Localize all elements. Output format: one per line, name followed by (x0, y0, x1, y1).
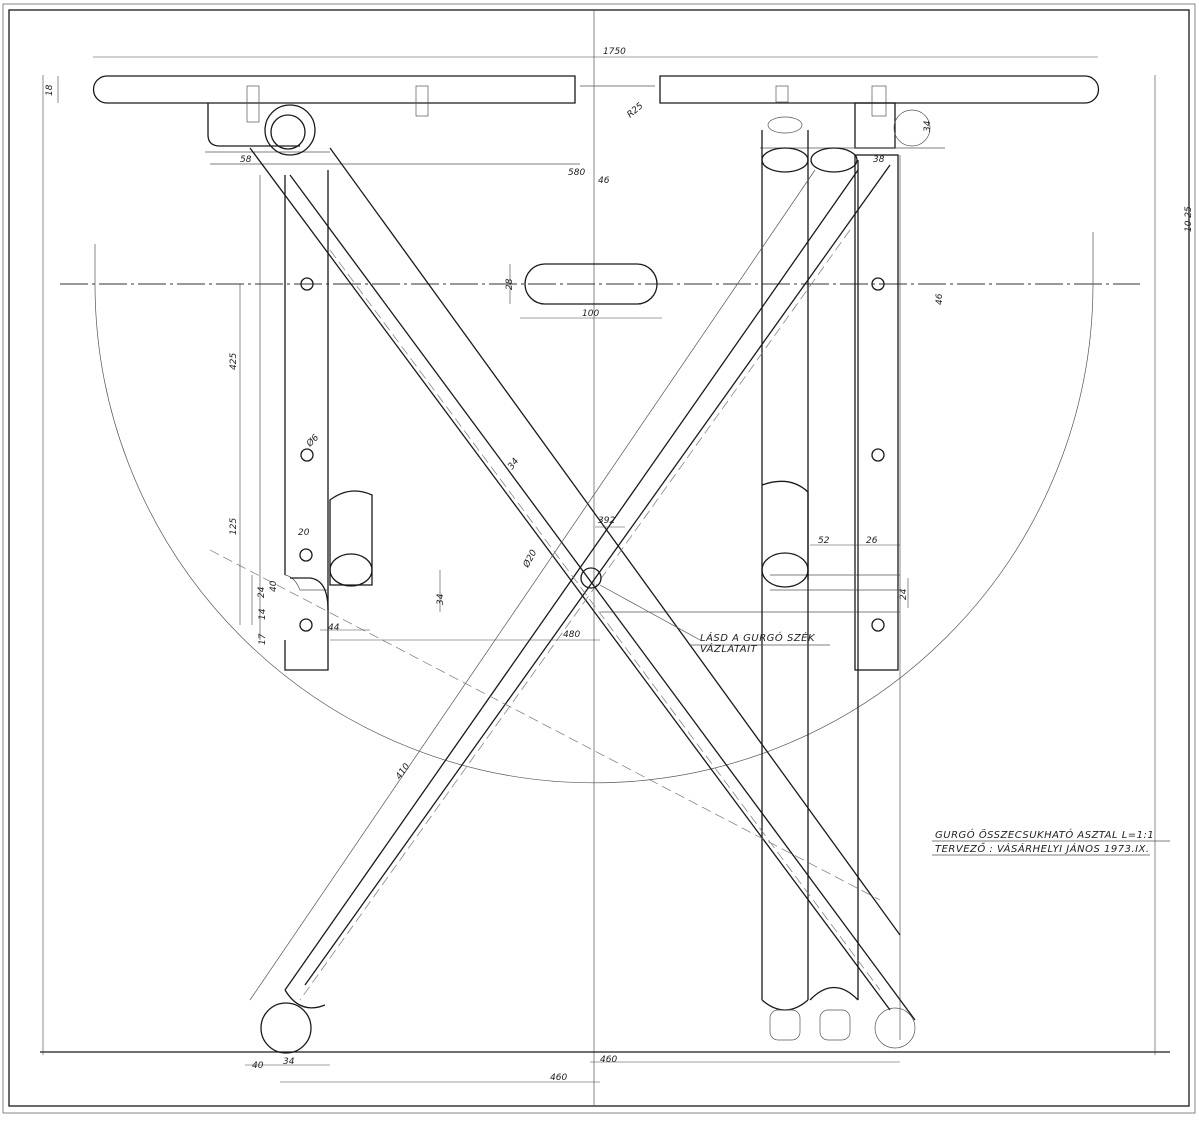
title-line1: GURGÓ ÖSSZECSUKHATÓ ASZTAL L=1:1 (935, 828, 1154, 841)
table-top-plan-outline (94, 232, 1094, 784)
title-line2: TERVEZŐ : VÁSÁRHELYI JÁNOS 1973.IX. (935, 841, 1150, 855)
dim-125: 125 (229, 518, 239, 535)
dim-28: 28 (505, 278, 515, 290)
dim-392: 392 (598, 516, 615, 526)
sheet-border (2, 3, 1196, 1114)
dim-overall-width: 1750 (603, 47, 626, 57)
right-leg-rail (600, 154, 901, 1040)
dim-100: 100 (582, 309, 599, 319)
dim-34-mid: 34 (506, 456, 521, 471)
top-hinge-roller (264, 104, 931, 156)
table-top-section (92, 75, 1100, 123)
dim-480: 480 (563, 630, 580, 640)
dim-580: 580 (568, 168, 585, 178)
dim-58: 58 (240, 155, 252, 165)
reference-note-line2: VÁZLATAIT (700, 642, 758, 655)
dim-460-right: 460 (600, 1055, 617, 1065)
dim-34-right: 34 (923, 120, 933, 132)
center-axes (40, 10, 1170, 1106)
dim-26: 26 (866, 536, 878, 546)
dim-38: 38 (873, 155, 885, 165)
dim-o6: Ø6 (304, 432, 322, 450)
dim-17: 17 (258, 633, 268, 645)
cross-legs (209, 147, 916, 1021)
dimension-labels: 1750 18 58 580 46 R25 34 38 46 28 100 42… (45, 47, 945, 1083)
right-round-bars (761, 116, 916, 1049)
middle-tubes (329, 480, 809, 588)
dim-24-right: 24 (899, 588, 909, 600)
dim-52: 52 (818, 536, 830, 546)
dimension-lines (57, 56, 1098, 1083)
side-mark: 10 25 (1184, 206, 1194, 232)
dim-24: 24 (257, 586, 267, 598)
frame-rails (205, 102, 945, 165)
dim-top-thickness: 18 (45, 84, 55, 96)
dim-460-left: 460 (550, 1073, 567, 1083)
dim-diagonal: 410 (394, 762, 412, 782)
dim-46-right: 46 (935, 293, 945, 305)
bottom-roller (260, 989, 326, 1054)
drawing-notes: LÁSD A GURGÓ SZÉK VÁZLATAIT GURGÓ ÖSSZEC… (700, 206, 1194, 856)
dim-o20: Ø20 (520, 548, 539, 571)
dim-r25: R25 (626, 101, 646, 120)
reference-note-line1: LÁSD A GURGÓ SZÉK (700, 631, 816, 644)
slot-opening (524, 263, 658, 305)
dim-46-top: 46 (598, 176, 610, 186)
central-pivot (580, 567, 830, 646)
dim-14: 14 (258, 608, 268, 620)
dim-40: 40 (269, 580, 279, 592)
dim-425: 425 (229, 353, 239, 370)
dim-44: 44 (328, 623, 340, 633)
left-leg-rail (259, 170, 329, 671)
dim-34-bottom: 34 (283, 1057, 295, 1067)
dim-34-low: 34 (436, 593, 446, 605)
dim-20: 20 (298, 528, 310, 538)
dim-40-bottom: 40 (252, 1061, 264, 1071)
